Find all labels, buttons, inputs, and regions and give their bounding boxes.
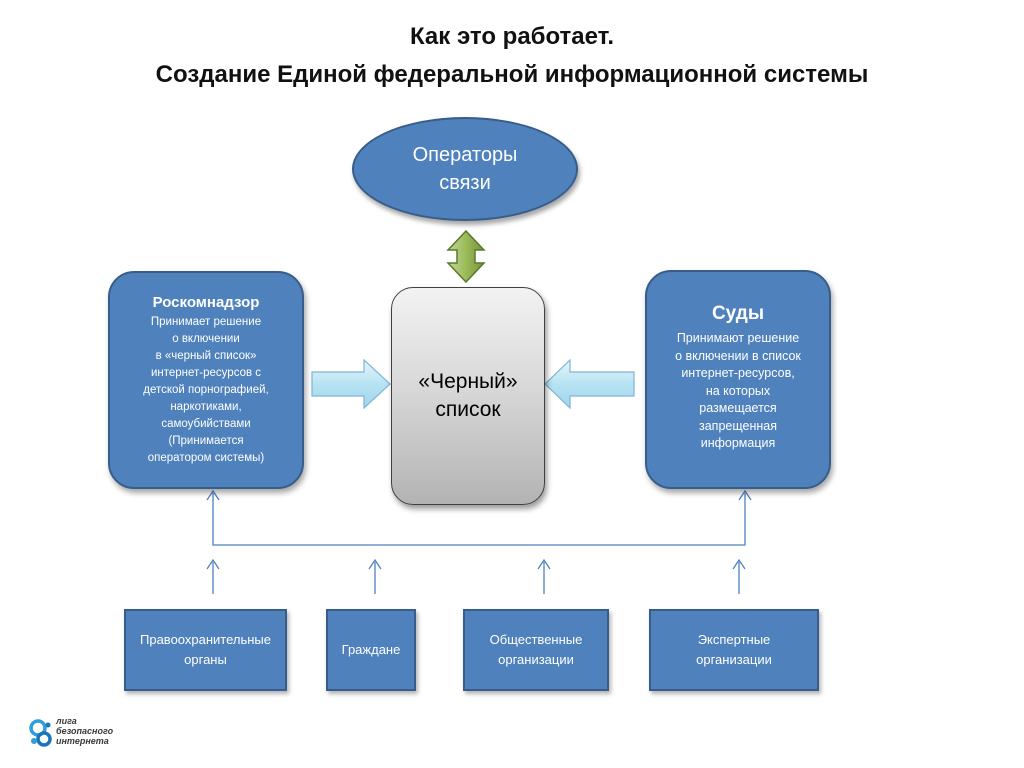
left-block-arrow-icon [311, 358, 391, 410]
source-label: Граждане [341, 642, 401, 657]
source-label: Общественные организации [489, 632, 583, 667]
right-block-arrow-icon [544, 358, 635, 410]
double-arrow-icon [446, 229, 486, 284]
source-label: Экспертные организации [696, 632, 772, 667]
telecom-operators-label: Операторы связи [412, 144, 518, 194]
source-law-enforcement: Правоохранительные органы [124, 609, 287, 691]
blacklist-label: «Черный» список [418, 370, 518, 421]
courts-description: Принимают решение о включении в список и… [675, 331, 801, 450]
source-expert-organizations: Экспертные организации [649, 609, 819, 691]
roskomnadzor-heading: Роскомнадзор [152, 294, 260, 311]
logo-text: лига безопасного интернета [56, 716, 114, 746]
source-citizens: Граждане [326, 609, 416, 691]
courts-heading: Суды [711, 303, 765, 324]
league-logo-icon [29, 719, 52, 747]
blacklist-node: «Черный» список [391, 287, 545, 505]
telecom-operators-node: Операторы связи [352, 117, 578, 221]
roskomnadzor-description: Принимает решение о включении в «черный … [143, 316, 269, 464]
title-line-2: Создание Единой федеральной информационн… [155, 61, 869, 88]
collector-lines [206, 489, 752, 594]
title-line-1: Как это работает. [409, 23, 614, 50]
source-public-organizations: Общественные организации [463, 609, 609, 691]
courts-node: Суды Принимают решение о включении в спи… [645, 270, 831, 489]
roskomnadzor-node: Роскомнадзор Принимает решение о включен… [108, 271, 304, 489]
source-label: Правоохранительные органы [140, 632, 271, 667]
